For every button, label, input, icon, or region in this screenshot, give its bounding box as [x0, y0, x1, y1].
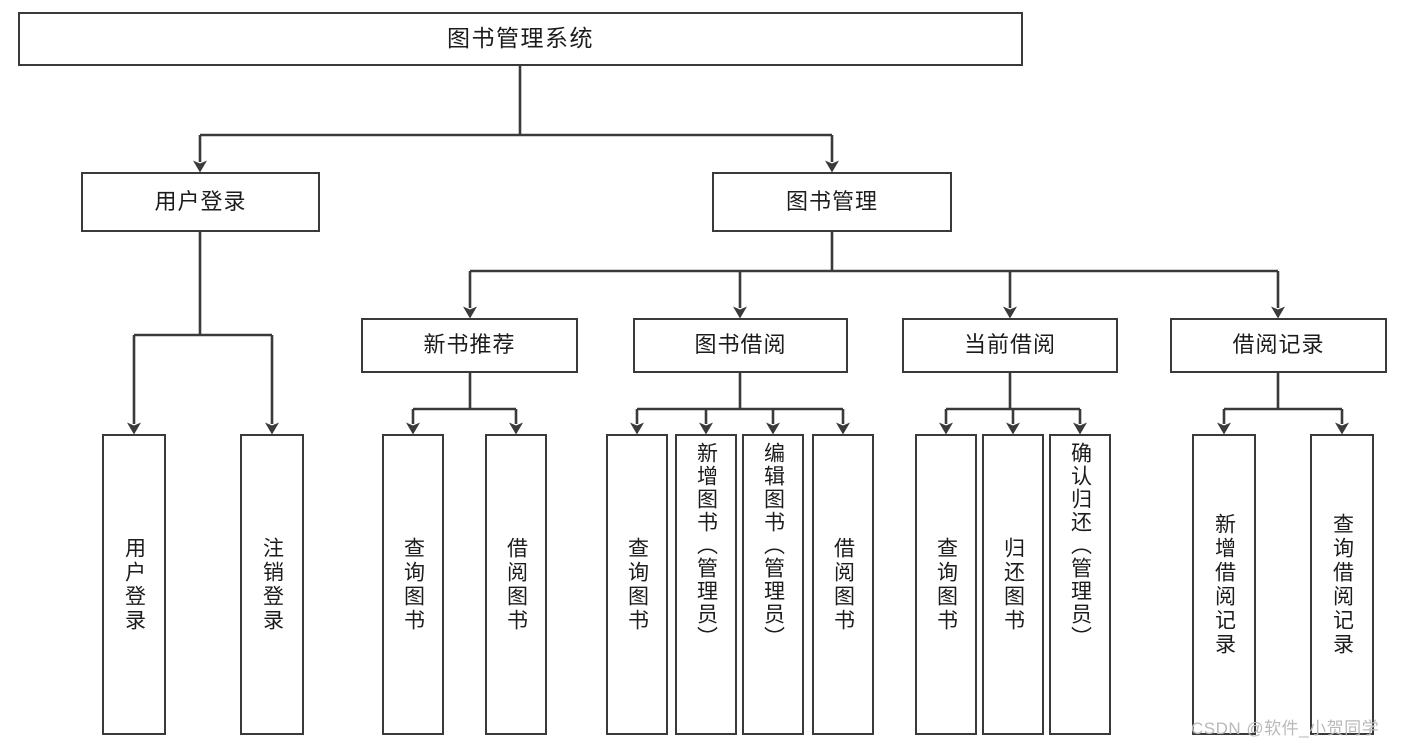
leaf-edit-book-admin[interactable]: 编辑图书（管理员） — [742, 434, 804, 735]
node-label: 查询图书 — [625, 536, 649, 633]
node-label: 用户登录 — [122, 536, 146, 633]
node-label: 借阅记录 — [1232, 332, 1325, 358]
node-user-login[interactable]: 用户登录 — [81, 172, 320, 232]
node-label: 确认归还（管理员） — [1068, 442, 1092, 649]
leaf-query-book-borrow[interactable]: 查询图书 — [606, 434, 668, 735]
node-label: 图书借阅 — [694, 332, 787, 358]
node-label: 归还图书 — [1001, 536, 1025, 633]
leaf-confirm-return-admin[interactable]: 确认归还（管理员） — [1049, 434, 1111, 735]
node-label: 用户登录 — [154, 188, 247, 214]
leaf-query-borrow-record[interactable]: 查询借阅记录 — [1310, 434, 1374, 735]
node-root-system[interactable]: 图书管理系统 — [18, 12, 1023, 66]
node-label: 图书管理 — [785, 188, 878, 214]
node-label: 查询图书 — [934, 536, 958, 633]
node-label: 新增借阅记录 — [1212, 512, 1236, 657]
node-current-borrow[interactable]: 当前借阅 — [902, 318, 1118, 373]
node-label: 编辑图书（管理员） — [761, 442, 785, 649]
leaf-borrow-book-borrow[interactable]: 借阅图书 — [812, 434, 874, 735]
leaf-logout[interactable]: 注销登录 — [240, 434, 304, 735]
node-new-book-recommend[interactable]: 新书推荐 — [361, 318, 578, 373]
leaf-query-book-current[interactable]: 查询图书 — [915, 434, 977, 735]
node-label: 注销登录 — [260, 536, 284, 633]
node-label: 新书推荐 — [423, 332, 516, 358]
leaf-add-borrow-record[interactable]: 新增借阅记录 — [1192, 434, 1256, 735]
leaf-user-login[interactable]: 用户登录 — [102, 434, 166, 735]
leaf-query-book-recommend[interactable]: 查询图书 — [382, 434, 444, 735]
node-label: 借阅图书 — [831, 536, 855, 633]
node-book-borrow[interactable]: 图书借阅 — [633, 318, 848, 373]
node-label: 查询图书 — [401, 536, 425, 633]
leaf-borrow-book-recommend[interactable]: 借阅图书 — [485, 434, 547, 735]
leaf-return-book[interactable]: 归还图书 — [982, 434, 1044, 735]
node-label: 查询借阅记录 — [1330, 512, 1354, 657]
node-label: 借阅图书 — [504, 536, 528, 633]
node-borrow-record[interactable]: 借阅记录 — [1170, 318, 1387, 373]
node-label: 新增图书（管理员） — [694, 442, 718, 649]
node-label: 当前借阅 — [963, 332, 1056, 358]
node-label: 图书管理系统 — [447, 25, 594, 52]
node-book-management[interactable]: 图书管理 — [712, 172, 952, 232]
leaf-add-book-admin[interactable]: 新增图书（管理员） — [675, 434, 737, 735]
csdn-watermark: CSDN @软件_小贺同学 — [1191, 719, 1380, 738]
